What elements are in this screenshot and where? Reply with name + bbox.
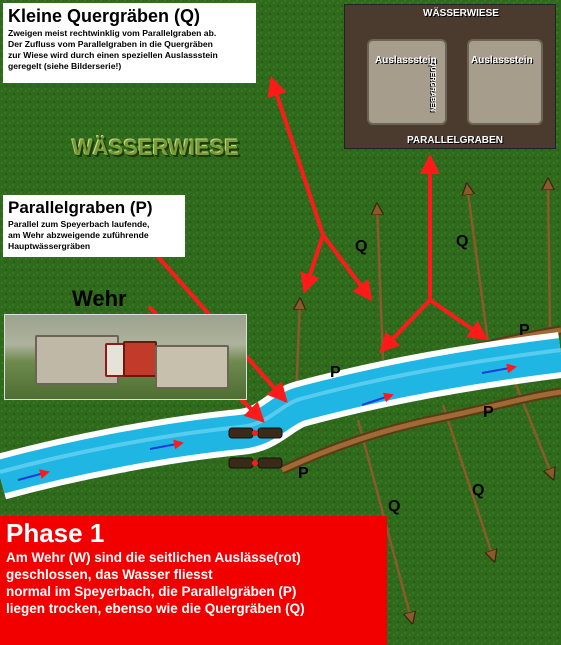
speyerbach-river-highlight (0, 348, 561, 474)
weir-outlets (228, 427, 283, 469)
weir-label: Wehr (72, 286, 127, 311)
quergraben-description: Zweigen meist rechtwinklig vom Parallelg… (8, 28, 251, 72)
label-p-3: P (483, 404, 494, 421)
label-q-2: Q (456, 233, 469, 250)
outlet-photo-bottom-caption: PARALLELGRABEN (407, 135, 503, 146)
phase-line-3: normal im Speyerbach, die Parallelgräben… (6, 584, 297, 599)
quergraben-title: Kleine Quergräben (Q) (8, 6, 201, 26)
flow-arrow-2 (149, 439, 184, 450)
quergraben-line-1: Zweigen meist rechtwinklig vom Parallelg… (8, 28, 217, 38)
outlet-photo-top-caption: WÄSSERWIESE (423, 8, 499, 19)
phase-line-2: geschlossen, das Wasser fliesst (6, 567, 213, 582)
outlet-stone-right (467, 39, 543, 125)
parallelgraben-info-box: Parallelgraben (P) Parallel zum Speyerba… (3, 195, 185, 257)
label-p-4: P (298, 465, 309, 482)
ditch-q-3 (467, 185, 490, 343)
pointer-q-to-box (267, 76, 325, 237)
ditch-q-6 (441, 404, 494, 560)
quergraben-info-box: Kleine Quergräben (Q) Zweigen meist rech… (3, 3, 256, 83)
closed-outlet-marker-upper (252, 430, 258, 436)
outlet-upper-left (228, 427, 254, 439)
weir-wall-right (155, 345, 229, 389)
outlet-stone-photo: WÄSSERWIESE Auslassstein Auslassstein QU… (344, 4, 556, 149)
pointer-q-right (321, 233, 373, 302)
outlet-lower-right (257, 457, 283, 469)
meadow-label: WÄSSERWIESE (72, 135, 240, 160)
phase-line-4: liegen trocken, ebenso wie die Quergräbe… (6, 601, 305, 616)
label-p-2: P (519, 322, 530, 339)
parallelgraben-description: Parallel zum Speyerbach laufende, am Weh… (8, 219, 180, 252)
weir-gate-2 (123, 341, 157, 377)
outlet-stone-left (367, 39, 447, 125)
label-q-1: Q (355, 238, 368, 255)
parallelgraben-line-1: Parallel zum Speyerbach laufende, (8, 219, 150, 229)
pointer-p-left (379, 298, 432, 353)
phase-info-box: Phase 1 Am Wehr (W) sind die seitlichen … (0, 516, 387, 645)
parallelgraben-title: Parallelgraben (P) (8, 198, 153, 217)
flow-arrows (17, 363, 517, 481)
outlet-upper-right (257, 427, 283, 439)
closed-outlet-marker-lower (252, 460, 258, 466)
speyerbach-river (0, 338, 561, 494)
outlet-lower-left (228, 457, 254, 469)
weir-photo (4, 314, 247, 400)
outlet-stone-left-label: Auslassstein (375, 55, 437, 66)
flow-arrow-3 (361, 392, 394, 406)
pointer-q-left (300, 233, 325, 294)
parallelgraben-lower-fill (280, 389, 561, 473)
quergraben-line-3: zur Wiese wird durch einen speziellen Au… (8, 50, 218, 60)
outlet-stone-right-label: Auslassstein (471, 55, 533, 66)
phase-description: Am Wehr (W) sind die seitlichen Auslässe… (6, 549, 381, 617)
outlet-photo-vertical-label: QUERGRABEN (428, 61, 436, 112)
ditch-q-4 (548, 180, 550, 331)
label-q-3: Q (388, 498, 401, 515)
phase-line-1: Am Wehr (W) sind die seitlichen Auslässe… (6, 550, 301, 565)
quergraben-line-4: geregelt (siehe Bilderserie!) (8, 61, 122, 71)
flow-arrow-1 (17, 469, 50, 481)
parallelgraben-line-2: am Wehr abzweigende zuführende (8, 230, 149, 240)
parallelgraben-line-3: Hauptwässergräben (8, 241, 91, 251)
pointer-p-right (428, 298, 489, 341)
label-q-4: Q (472, 482, 485, 499)
phase-title: Phase 1 (6, 518, 105, 548)
flow-arrow-4 (481, 363, 517, 374)
label-p-1: P (330, 364, 341, 381)
quergraben-line-2: Der Zufluss vom Parallelgraben in die Qu… (8, 39, 213, 49)
